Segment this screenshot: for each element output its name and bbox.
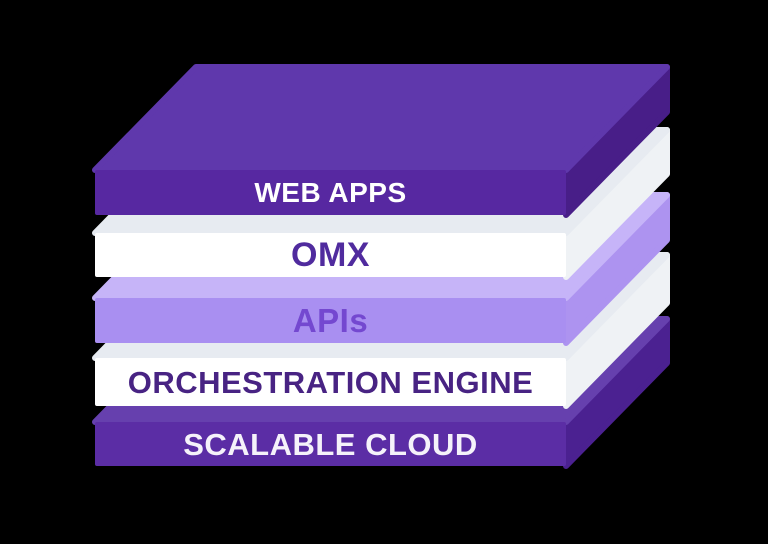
- web-apps-front-face: [95, 170, 566, 215]
- web-apps-top-face: [92, 64, 670, 173]
- layer-web-apps: [92, 64, 670, 218]
- scalable-cloud-front-face: [95, 422, 566, 466]
- apis-front-face: [95, 298, 566, 343]
- omx-front-face: [95, 233, 566, 277]
- orchestration-engine-front-face: [95, 358, 566, 406]
